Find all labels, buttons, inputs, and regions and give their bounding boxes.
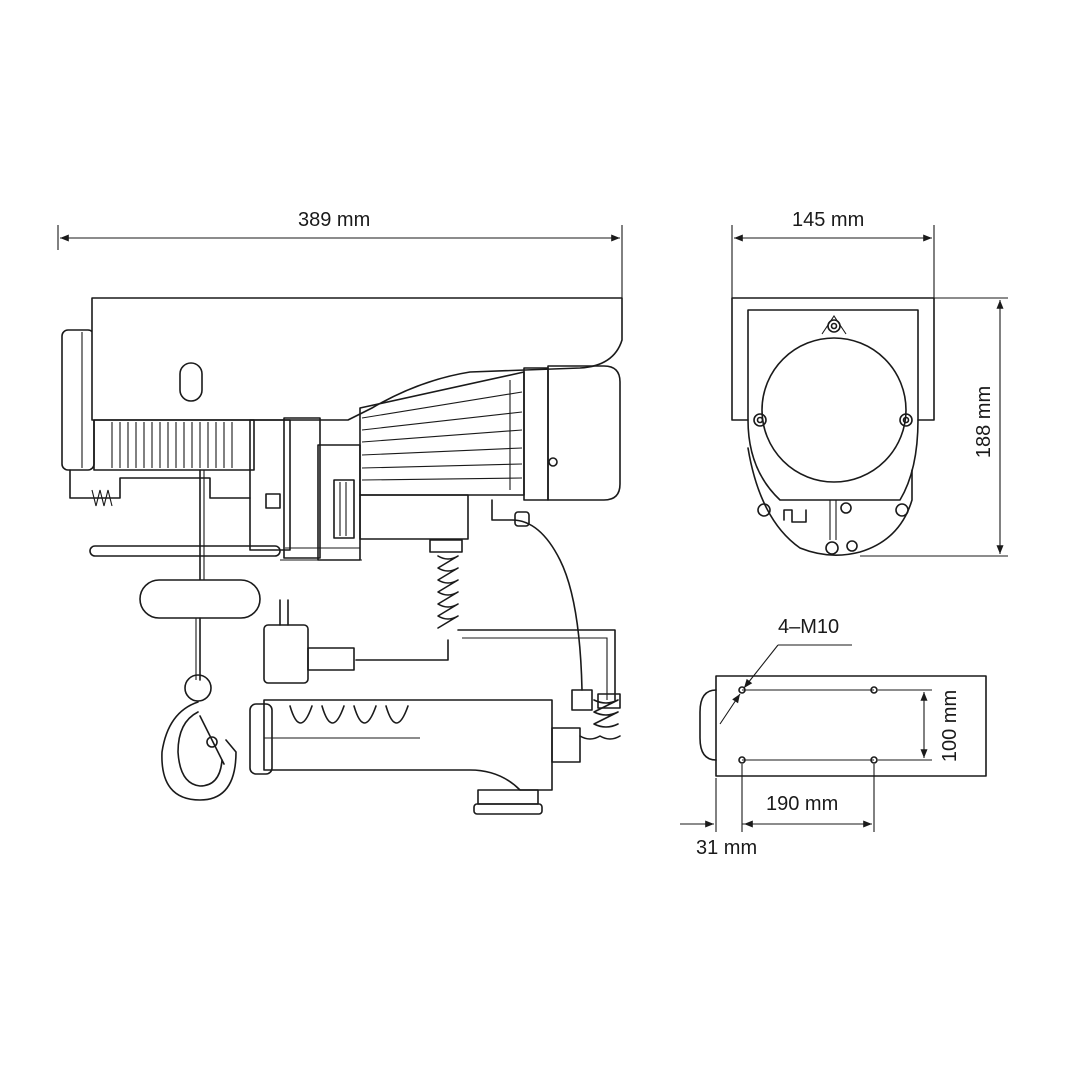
dimension-label-front-width: 145 mm: [792, 209, 865, 231]
motor-end-cap: [547, 365, 621, 501]
dimension-label-side-width: 389 mm: [298, 209, 371, 231]
gearbox-flange: [283, 417, 321, 559]
gearbox-housing: [249, 419, 291, 551]
hoist-side-view: [57, 225, 623, 815]
bolt-hole: [870, 686, 878, 694]
dimension-label-bolt-spacing-y: 100 mm: [939, 689, 961, 763]
hoist-front-view: [731, 225, 1008, 557]
mount-bolts-label: 4–M10: [778, 616, 840, 638]
control-cable: [491, 499, 583, 691]
power-cable-spring: [355, 555, 616, 701]
motor-circle: [761, 337, 907, 483]
terminal-box: [359, 494, 469, 540]
bolt-hole: [870, 756, 878, 764]
rope-drum: [93, 419, 255, 471]
bolt-hole: [738, 686, 746, 694]
limit-switch-rod: [69, 469, 251, 499]
dimension-line-width-side: [57, 225, 623, 300]
dimension-label-front-height: 188 mm: [973, 385, 995, 459]
mounting-plate: [715, 675, 987, 777]
hook-icon: [161, 674, 237, 801]
mounting-slot: [179, 362, 203, 402]
dimension-label-bolt-spacing-x: 190 mm: [766, 793, 839, 815]
brake-coil: [333, 479, 355, 539]
power-plug-icon: [263, 599, 355, 684]
pendant-control-icon: [249, 689, 621, 815]
pulley-block: [139, 579, 261, 619]
motor: [359, 365, 621, 553]
main-housing: [91, 297, 623, 421]
bolt-hole: [738, 756, 746, 764]
left-end-cap: [61, 329, 95, 471]
mounting-plate-view: [680, 644, 987, 832]
hook-bar: [89, 545, 281, 557]
dimension-label-offset: 31 mm: [696, 837, 758, 859]
limit-spring: [91, 489, 113, 507]
